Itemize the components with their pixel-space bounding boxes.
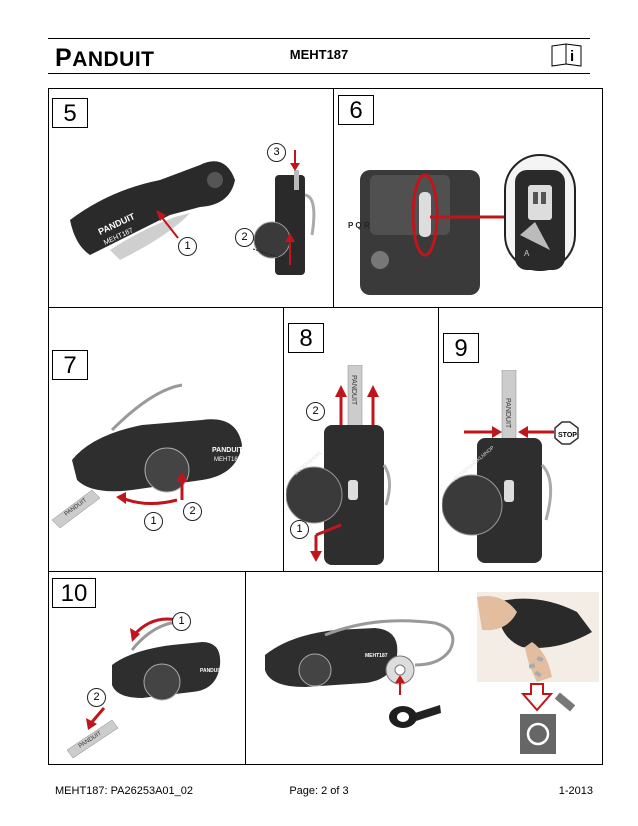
step-10-number: 10	[52, 578, 96, 608]
step-6-number: 6	[338, 95, 374, 125]
step-6-illustration: P Q R A	[348, 154, 576, 295]
svg-text:PANDUIT: PANDUIT	[350, 375, 357, 406]
svg-text:PANDUIT: PANDUIT	[200, 668, 222, 674]
page-title: MEHT187	[289, 47, 349, 62]
footer-page-number: Page: 2 of 3	[289, 785, 349, 797]
step-5-callout-2: 2	[235, 228, 254, 247]
svg-text:A: A	[524, 249, 530, 258]
info-book-icon: i	[550, 42, 583, 68]
footer-date: 1-2013	[558, 785, 593, 797]
step-7-callout-2: 2	[183, 502, 202, 521]
svg-text:i: i	[570, 48, 574, 65]
step-7-number: 7	[52, 350, 88, 380]
header-top-rule	[48, 38, 590, 39]
step-10-callout-2: 2	[87, 688, 106, 707]
step-9-illustration: PANDUIT STOP ABCDEFGHIJKLMNOP	[442, 370, 579, 563]
step-10-tool-illustration: PANDUIT PANDUIT	[66, 617, 222, 759]
step-10-tape-removal-illustration: MEHT187	[265, 619, 455, 728]
step-5-callout-1: 1	[178, 237, 197, 256]
stop-sign-icon: STOP	[554, 421, 579, 445]
svg-text:PANDUIT: PANDUIT	[504, 398, 511, 429]
step-5-illustration: PANDUIT MEHT187	[70, 150, 316, 275]
step-8-callout-1: 1	[290, 520, 309, 539]
panduit-logo: PANDUIT	[55, 44, 155, 72]
step-10-disposal-illustration	[477, 592, 599, 754]
step-9-number: 9	[443, 333, 479, 363]
step-7-callout-1: 1	[144, 512, 163, 531]
step-8-illustration: PANDUIT BCDEFGHIJKL	[286, 365, 391, 565]
svg-text:STOP: STOP	[558, 432, 577, 439]
step-7-illustration: PANDUIT MEHT187 PANDUIT	[52, 383, 243, 529]
footer-doc-id: MEHT187: PA26253A01_02	[55, 785, 193, 797]
step-5-number: 5	[52, 98, 88, 128]
header-bottom-rule	[48, 73, 590, 74]
step-5-callout-3: 3	[267, 143, 286, 162]
svg-text:MEHT187: MEHT187	[214, 457, 242, 463]
svg-text:MEHT187: MEHT187	[365, 653, 388, 659]
svg-text:PANDUIT: PANDUIT	[212, 447, 243, 454]
step-8-number: 8	[288, 323, 324, 353]
recycle-bin-icon	[520, 692, 576, 754]
svg-text:P Q R: P Q R	[348, 221, 370, 230]
step-10-callout-1: 1	[172, 612, 191, 631]
step-8-callout-2: 2	[306, 402, 325, 421]
